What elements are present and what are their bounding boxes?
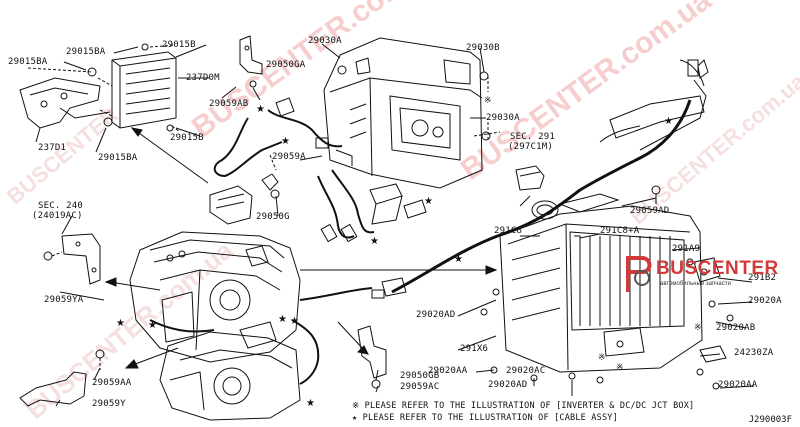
svg-text:★: ★ [664, 116, 673, 127]
part-label: 29050G [256, 212, 290, 222]
svg-text:※: ※ [484, 95, 492, 105]
svg-text:★: ★ [454, 254, 463, 265]
inverter-top-assembly [323, 37, 483, 189]
bracket-29050gb [357, 325, 387, 389]
part-label: 291A9 [672, 244, 701, 254]
logo-subtitle: автомобильные запчасти [660, 281, 731, 287]
bracket-29050g [209, 173, 280, 225]
part-label: 29030B [466, 43, 500, 53]
part-label: 29059AB [209, 99, 249, 109]
svg-text:★: ★ [424, 196, 433, 207]
buscenter-logo: BUSCENTER автомобильные запчасти [620, 252, 778, 296]
part-label: 291X6 [460, 344, 489, 354]
svg-text:★: ★ [148, 320, 157, 331]
cable-end-connector [687, 59, 709, 79]
part-label: 29059YA [44, 295, 84, 305]
motor-assembly [129, 231, 301, 363]
note-text: PLEASE REFER TO THE ILLUSTRATION OF [INV… [364, 401, 695, 411]
note-symbol: ※ [352, 401, 360, 411]
part-label: (297C1M) [508, 142, 553, 152]
svg-text:※: ※ [598, 352, 606, 362]
note-symbol: ★ [352, 413, 358, 423]
svg-text:★: ★ [306, 398, 315, 409]
part-label: SEC. 240 [38, 201, 83, 211]
part-label: 24230ZA [734, 348, 774, 358]
part-label: 29015BA [66, 47, 106, 57]
inverter-assembly [499, 193, 703, 373]
svg-text:★: ★ [256, 104, 265, 115]
part-label: 237D1 [38, 143, 67, 153]
svg-text:★: ★ [290, 316, 299, 327]
part-label: 29059AD [630, 206, 670, 216]
part-label: 291C8 [494, 226, 523, 236]
cable-connector [369, 183, 427, 225]
svg-text:※: ※ [694, 322, 702, 332]
part-label: 29030A [486, 113, 520, 123]
svg-text:※: ※ [616, 362, 624, 372]
note-cable: ★ PLEASE REFER TO THE ILLUSTRATION OF [C… [352, 413, 618, 423]
part-label: (24019AC) [32, 211, 83, 221]
figure-code: J290003F [748, 415, 792, 425]
bracket-29050ga [239, 35, 263, 88]
gearbox [159, 331, 301, 421]
connector-mid [371, 277, 407, 299]
bracket-29059ya [43, 233, 101, 285]
logo-text: BUSCENTER [656, 258, 779, 279]
part-label: 291C8+A [600, 226, 640, 236]
part-label: 29020AC [506, 366, 546, 376]
part-label: 29020AD [416, 310, 456, 320]
part-label: 29059A [272, 152, 306, 162]
part-label: 237D0M [186, 73, 220, 83]
part-label: 29059Y [92, 399, 126, 409]
part-label: 29059AC [400, 382, 440, 392]
note-text: PLEASE REFER TO THE ILLUSTRATION OF [CAB… [362, 413, 618, 423]
part-label: 29015BA [98, 153, 138, 163]
part-label: 29015B [170, 133, 204, 143]
svg-text:★: ★ [116, 318, 125, 329]
part-label: 29020AA [718, 380, 758, 390]
part-label: 29050GB [400, 371, 440, 381]
part-label: 29020AA [428, 366, 468, 376]
part-label: 29020A [748, 296, 782, 306]
ecu-module [111, 51, 177, 129]
part-label: 291B2 [748, 273, 777, 283]
svg-text:★: ★ [278, 314, 287, 325]
part-label: SEC. 291 [510, 132, 555, 142]
part-label: 29050GA [266, 60, 306, 70]
part-label: 29015BA [8, 57, 48, 67]
part-label: 29030A [308, 36, 342, 46]
svg-text:★: ★ [370, 236, 379, 247]
note-inverter: ※ PLEASE REFER TO THE ILLUSTRATION OF [I… [352, 401, 694, 411]
ecu-bracket [19, 77, 111, 129]
part-label: 29015B [162, 40, 196, 50]
part-label: 29020AB [716, 323, 756, 333]
svg-text:★: ★ [281, 136, 290, 147]
part-label: 29059AA [92, 378, 132, 388]
logo-mark-icon [626, 256, 652, 292]
part-label: 29020AD [488, 380, 528, 390]
